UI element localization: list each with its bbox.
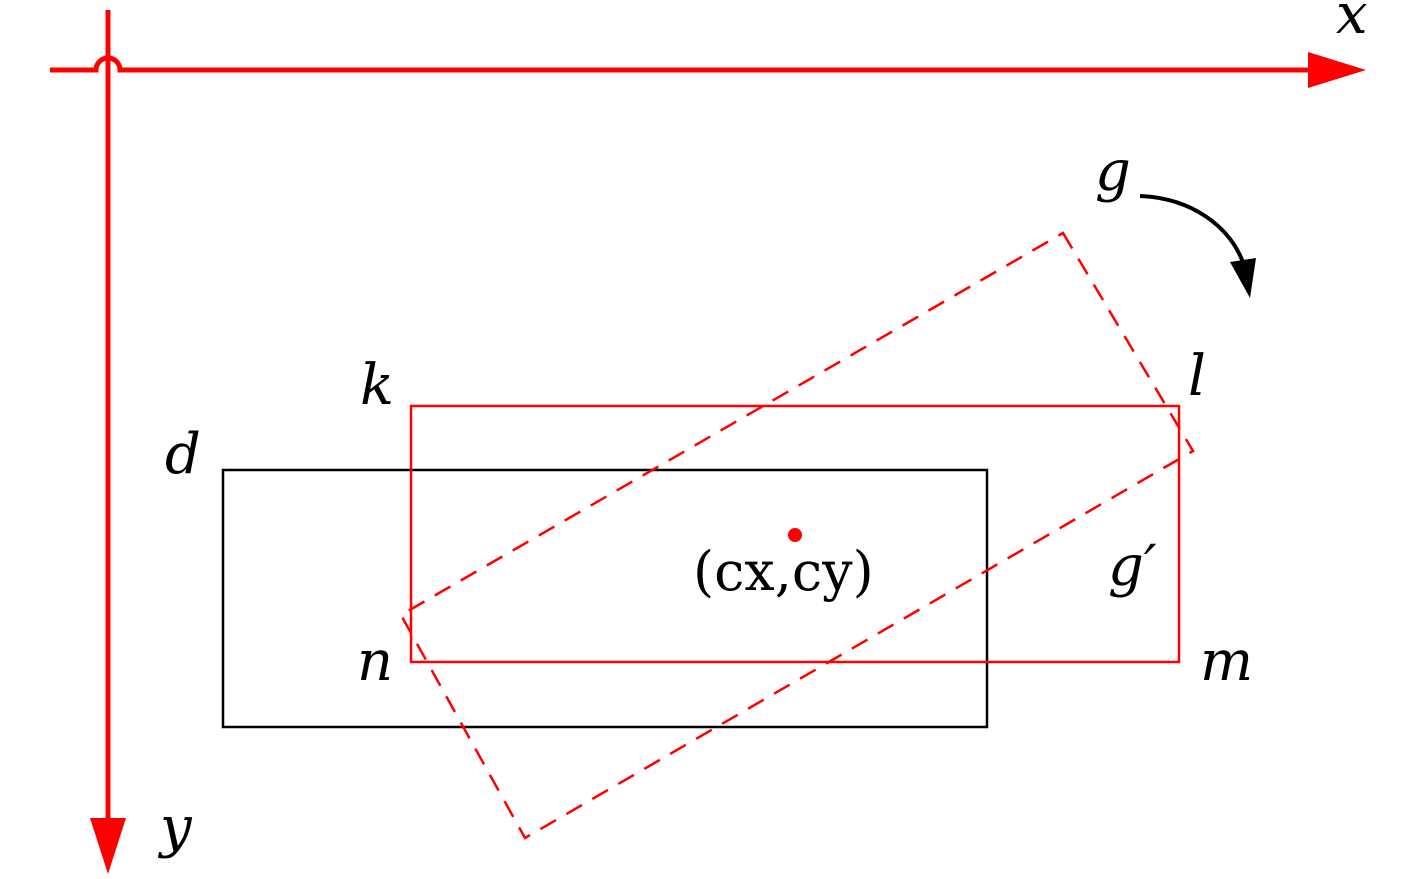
y-axis-label: y: [157, 795, 193, 860]
target-box-label-g-prime: g′: [1108, 534, 1157, 599]
x-axis-label: x: [1336, 0, 1368, 47]
corner-label-l: l: [1188, 344, 1206, 409]
corner-label-k: k: [360, 353, 394, 418]
black-box: [221, 468, 989, 729]
rotated-dashed-box-g: [399, 231, 1195, 840]
corner-label-m: m: [1200, 629, 1253, 694]
center-dot: [788, 528, 802, 542]
corner-label-n: n: [357, 629, 393, 694]
rotated-box-label-g: g: [1095, 139, 1131, 204]
x-axis-line: [50, 55, 1320, 73]
x-axis-arrowhead: [1308, 52, 1366, 88]
center-coordinate-label: (cx,cy): [693, 540, 874, 603]
rotation-arrow: [1139, 194, 1246, 266]
y-axis-arrowhead: [90, 818, 126, 874]
red-box-klmn: [409, 404, 1181, 664]
rotation-arrowhead: [1230, 258, 1256, 298]
corner-label-d: d: [165, 422, 201, 487]
